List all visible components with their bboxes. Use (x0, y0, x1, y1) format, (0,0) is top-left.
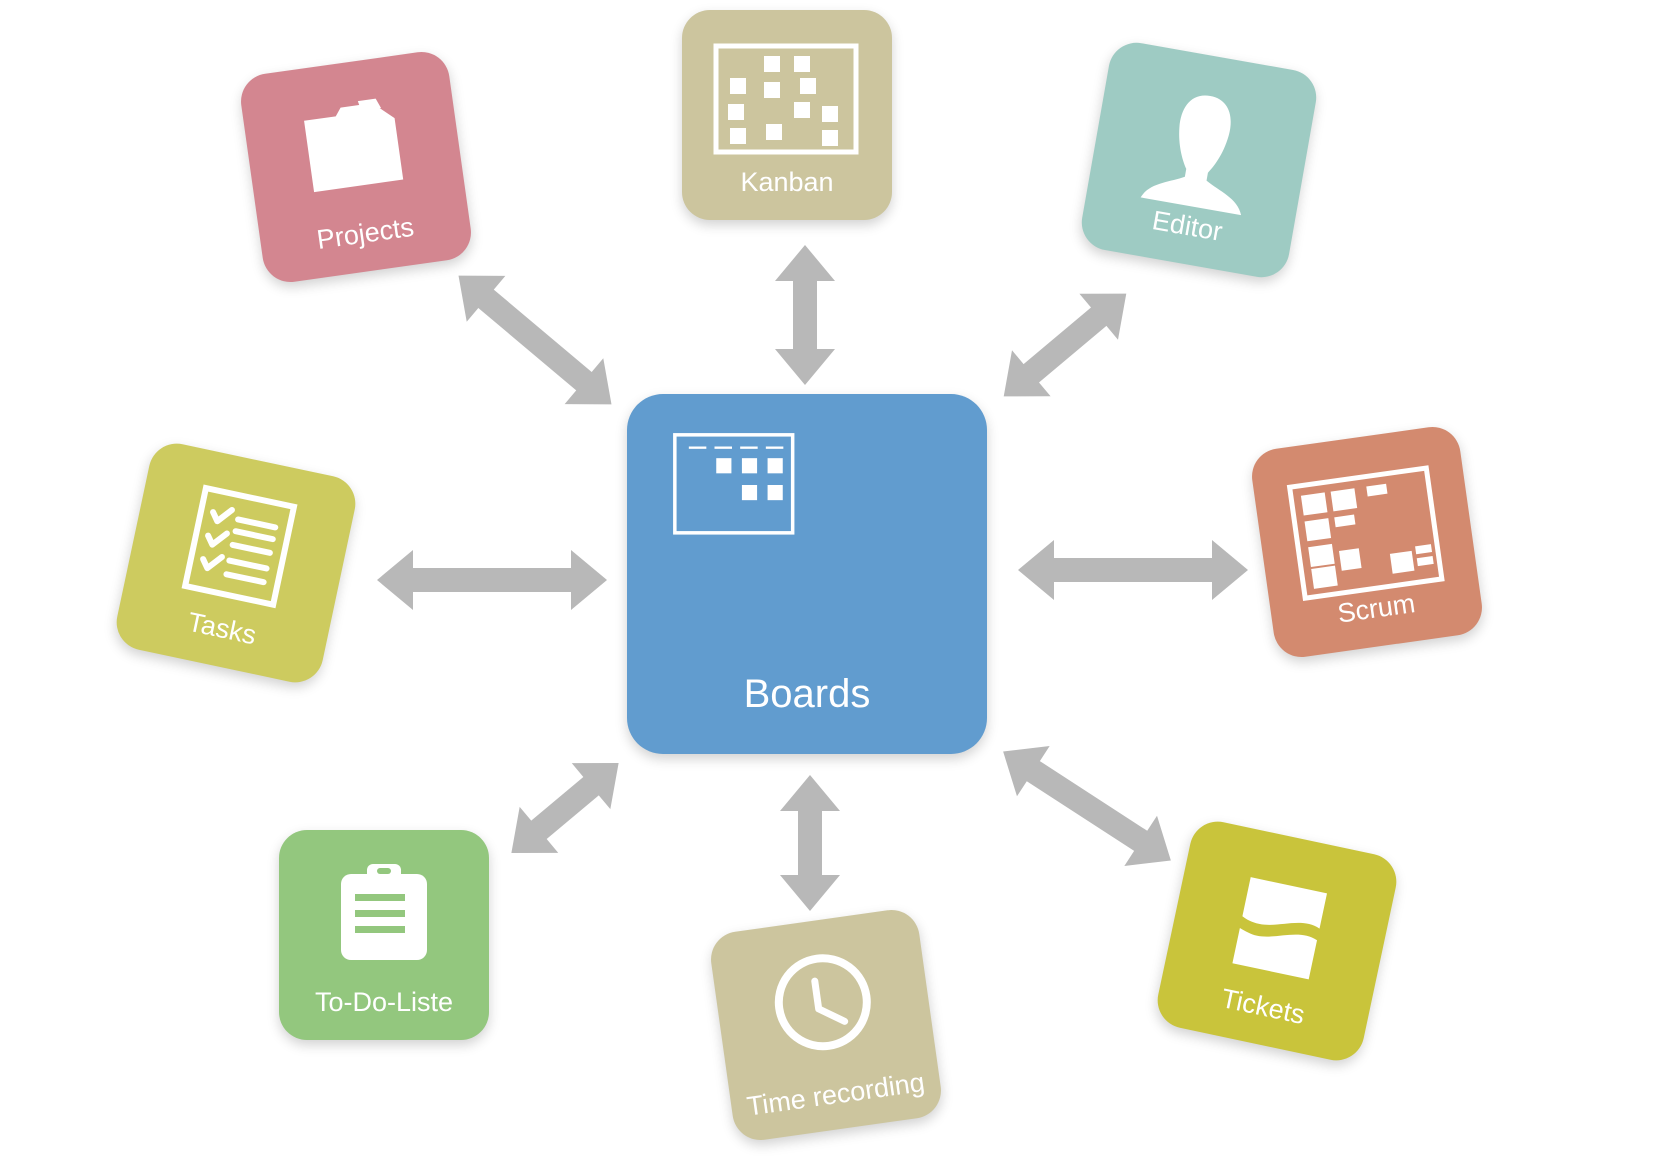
tasks-tile[interactable]: Tasks (111, 438, 361, 688)
kanban-label: Kanban (740, 167, 834, 197)
ticket-icon (1232, 877, 1327, 980)
arrow-scrum (1018, 540, 1248, 600)
clipboard-icon (341, 864, 427, 960)
arrow-todo (511, 763, 619, 853)
scrum-tile[interactable]: Scrum (1248, 423, 1486, 661)
projects-tile[interactable]: Projects (237, 48, 475, 286)
checklist-icon (181, 484, 298, 609)
person-silhouette-icon (1140, 95, 1242, 216)
boards-tile[interactable]: Boards (627, 394, 987, 754)
folder-icon (304, 98, 404, 193)
board-icon (673, 433, 795, 535)
arrow-projects (458, 275, 612, 405)
time-recording-tile[interactable]: Time recording (707, 906, 945, 1144)
kanban-board-icon (713, 43, 859, 155)
arrow-tickets (1003, 745, 1171, 867)
arrow-editor (1003, 293, 1127, 397)
arrow-time (780, 775, 840, 911)
kanban-tile[interactable]: Kanban (682, 10, 892, 220)
todo-list-label: To-Do-Liste (314, 987, 454, 1017)
boards-label: Boards (743, 672, 871, 716)
scrum-board-icon (1286, 465, 1445, 601)
clock-icon (774, 954, 871, 1051)
todo-list-tile[interactable]: To-Do-Liste (279, 830, 489, 1040)
arrow-kanban (775, 245, 835, 385)
editor-tile[interactable]: Editor (1077, 38, 1321, 282)
tickets-tile[interactable]: Tickets (1152, 816, 1402, 1066)
arrow-tasks (377, 550, 607, 610)
